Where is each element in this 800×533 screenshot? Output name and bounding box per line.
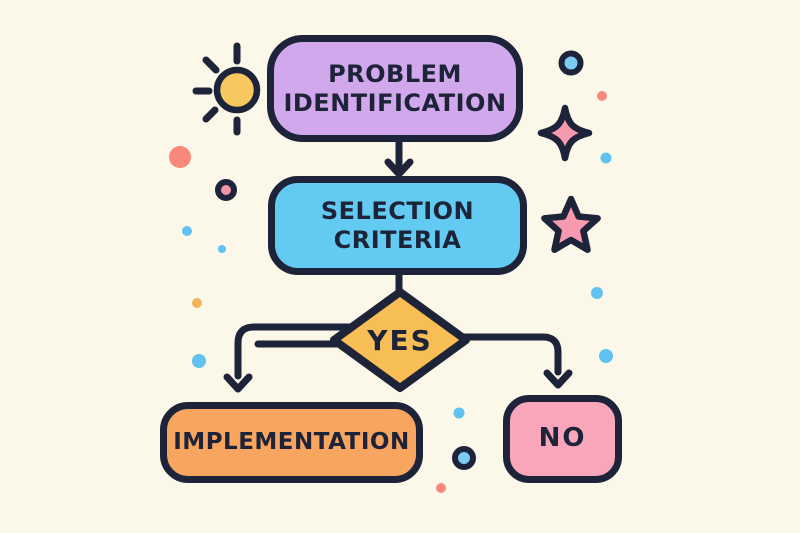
dot-salmon (436, 483, 446, 493)
connector-no-branch (458, 333, 562, 376)
dot-pink-outlined (215, 179, 237, 201)
dot-salmon (597, 91, 607, 101)
node-selection-criteria: SELECTION CRITERIA (268, 176, 527, 275)
node-label-line: SELECTION (320, 196, 475, 225)
dot-blue (182, 226, 192, 236)
node-label-line: IDENTIFICATION (283, 88, 507, 117)
dot-blue (218, 245, 226, 253)
node-no: NO (503, 395, 622, 483)
node-label-line: CRITERIA (333, 225, 462, 254)
arrow-down-icon (543, 369, 573, 389)
sun-icon (192, 42, 261, 136)
node-label-line: IMPLEMENTATION (173, 428, 410, 455)
arrow-down-icon (223, 373, 253, 393)
dot-blue (599, 349, 613, 363)
sparkle-icon (537, 104, 593, 162)
dot-orange (192, 298, 202, 308)
dot-blue (192, 354, 206, 368)
connector-yes-branch (234, 323, 353, 380)
dot-blue (591, 287, 603, 299)
decision-diamond (330, 288, 470, 392)
node-label-line: NO (538, 423, 587, 454)
arrow-down-icon (384, 158, 414, 178)
dot-blue-outlined (558, 50, 584, 76)
dot-blue (600, 152, 612, 164)
decision-label: YES (367, 324, 433, 357)
decorative-dots (169, 50, 613, 493)
dot-salmon (169, 146, 191, 168)
node-implementation: IMPLEMENTATION (160, 402, 423, 483)
star-icon (541, 195, 601, 253)
connectors (223, 139, 573, 393)
dot-blue-outlined (452, 446, 476, 470)
node-label-line: PROBLEM (328, 59, 462, 88)
dot-blue (453, 407, 465, 419)
node-problem-identification: PROBLEM IDENTIFICATION (267, 35, 523, 142)
